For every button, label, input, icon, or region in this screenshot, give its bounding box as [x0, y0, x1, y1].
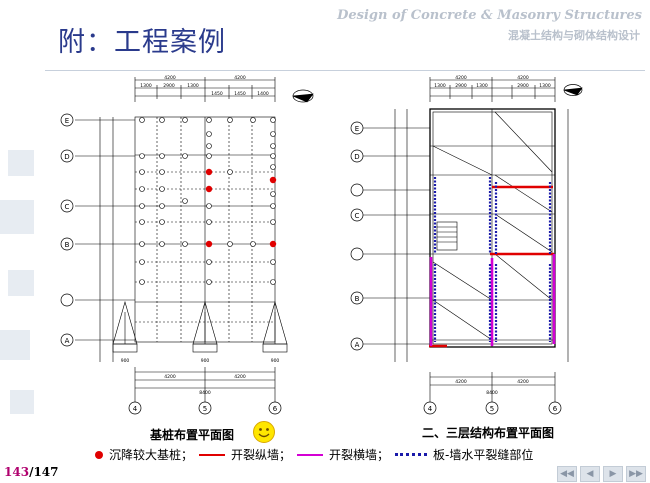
magenta-line-icon	[297, 453, 324, 456]
axis-label: 4	[428, 405, 433, 413]
left-drawing-caption: 基桩布置平面图	[150, 428, 235, 442]
dim-label: 2900	[517, 83, 529, 89]
axis-label: B	[355, 295, 360, 303]
axis-label: 5	[490, 405, 494, 413]
dim-label: 4200	[164, 75, 176, 81]
decor-square	[0, 200, 34, 234]
dim-label: 1300	[539, 83, 551, 89]
dim-label: 8400	[486, 390, 498, 396]
page-title: 附：工程案例	[58, 27, 226, 58]
dim-label: 4200	[234, 75, 246, 81]
dim-label: 1400	[257, 91, 269, 97]
north-arrow-icon	[563, 84, 583, 96]
legend-long-crack: 开裂纵墙；	[231, 448, 292, 462]
axis-label: 4	[133, 405, 138, 413]
axis-label: B	[65, 241, 70, 249]
legend-trans-crack: 开裂横墙；	[329, 448, 390, 462]
first-slide-button[interactable]: ◀◀	[557, 466, 577, 482]
last-slide-button[interactable]: ▶▶	[626, 466, 646, 482]
axis-label: C	[355, 212, 360, 220]
smiley-icon	[253, 421, 275, 443]
decor-square	[8, 150, 34, 176]
axis-label: 5	[203, 405, 207, 413]
dim-label: 4200	[164, 374, 176, 380]
axis-label: 6	[273, 405, 278, 413]
brand-english: Design of Concrete & Masonry Structures	[337, 8, 642, 23]
decor-square	[0, 330, 30, 360]
dim-label: 900	[201, 358, 210, 364]
axis-label: C	[65, 203, 70, 211]
dim-label: 4200	[517, 379, 529, 385]
legend: 沉降较大基桩； 开裂纵墙； 开裂横墙； 板-墙水平裂缝部位	[95, 446, 533, 463]
axis-label: E	[355, 125, 359, 133]
title-divider	[45, 70, 645, 71]
axis-label: D	[64, 153, 69, 161]
dim-label: 4200	[455, 379, 467, 385]
slide-nav: ◀◀ ◀ ▶ ▶▶	[557, 466, 646, 482]
right-drawing-caption: 二、三层结构布置平面图	[422, 426, 555, 440]
dim-label: 900	[121, 358, 130, 364]
dim-label: 1300	[140, 83, 152, 89]
dim-label: 2900	[163, 83, 175, 89]
dim-label: 1300	[476, 83, 488, 89]
legend-slab-crack: 板-墙水平裂缝部位	[433, 448, 534, 462]
axis-label: D	[354, 153, 359, 161]
current-page: 143	[4, 465, 30, 479]
north-arrow-icon	[292, 89, 314, 103]
page-counter: 143/147	[4, 465, 59, 479]
next-slide-button[interactable]: ▶	[603, 466, 623, 482]
axis-label: E	[65, 117, 69, 125]
floor-structure-plan: E D C B A 4 5 6 4200 4200 1300 2900 1300…	[350, 75, 583, 415]
dim-label: 4200	[455, 75, 467, 81]
red-line-icon	[199, 453, 226, 456]
dim-label: 1300	[434, 83, 446, 89]
axis-label: A	[355, 341, 360, 349]
decor-square	[10, 390, 34, 414]
blue-dotted-line-icon	[395, 453, 428, 456]
dim-label: 900	[271, 358, 280, 364]
dim-label: 4200	[234, 374, 246, 380]
decor-square	[8, 270, 34, 296]
brand-chinese: 混凝土结构与砌体结构设计	[508, 29, 640, 42]
prev-slide-button[interactable]: ◀	[580, 466, 600, 482]
dim-label: 1450	[211, 91, 223, 97]
total-pages: /147	[29, 465, 59, 479]
dim-label: 8400	[199, 390, 211, 396]
dim-label: 2900	[455, 83, 467, 89]
dim-label: 1450	[234, 91, 246, 97]
dim-label: 1300	[187, 83, 199, 89]
dim-label: 4200	[517, 75, 529, 81]
axis-label: A	[65, 337, 70, 345]
axis-label: 6	[553, 405, 558, 413]
settled-pile-icon	[95, 450, 103, 459]
pile-layout-plan: E D C B A 4 5 6 4200 4200 1300 2900 1300…	[60, 75, 314, 415]
legend-settle: 沉降较大基桩；	[109, 448, 194, 462]
